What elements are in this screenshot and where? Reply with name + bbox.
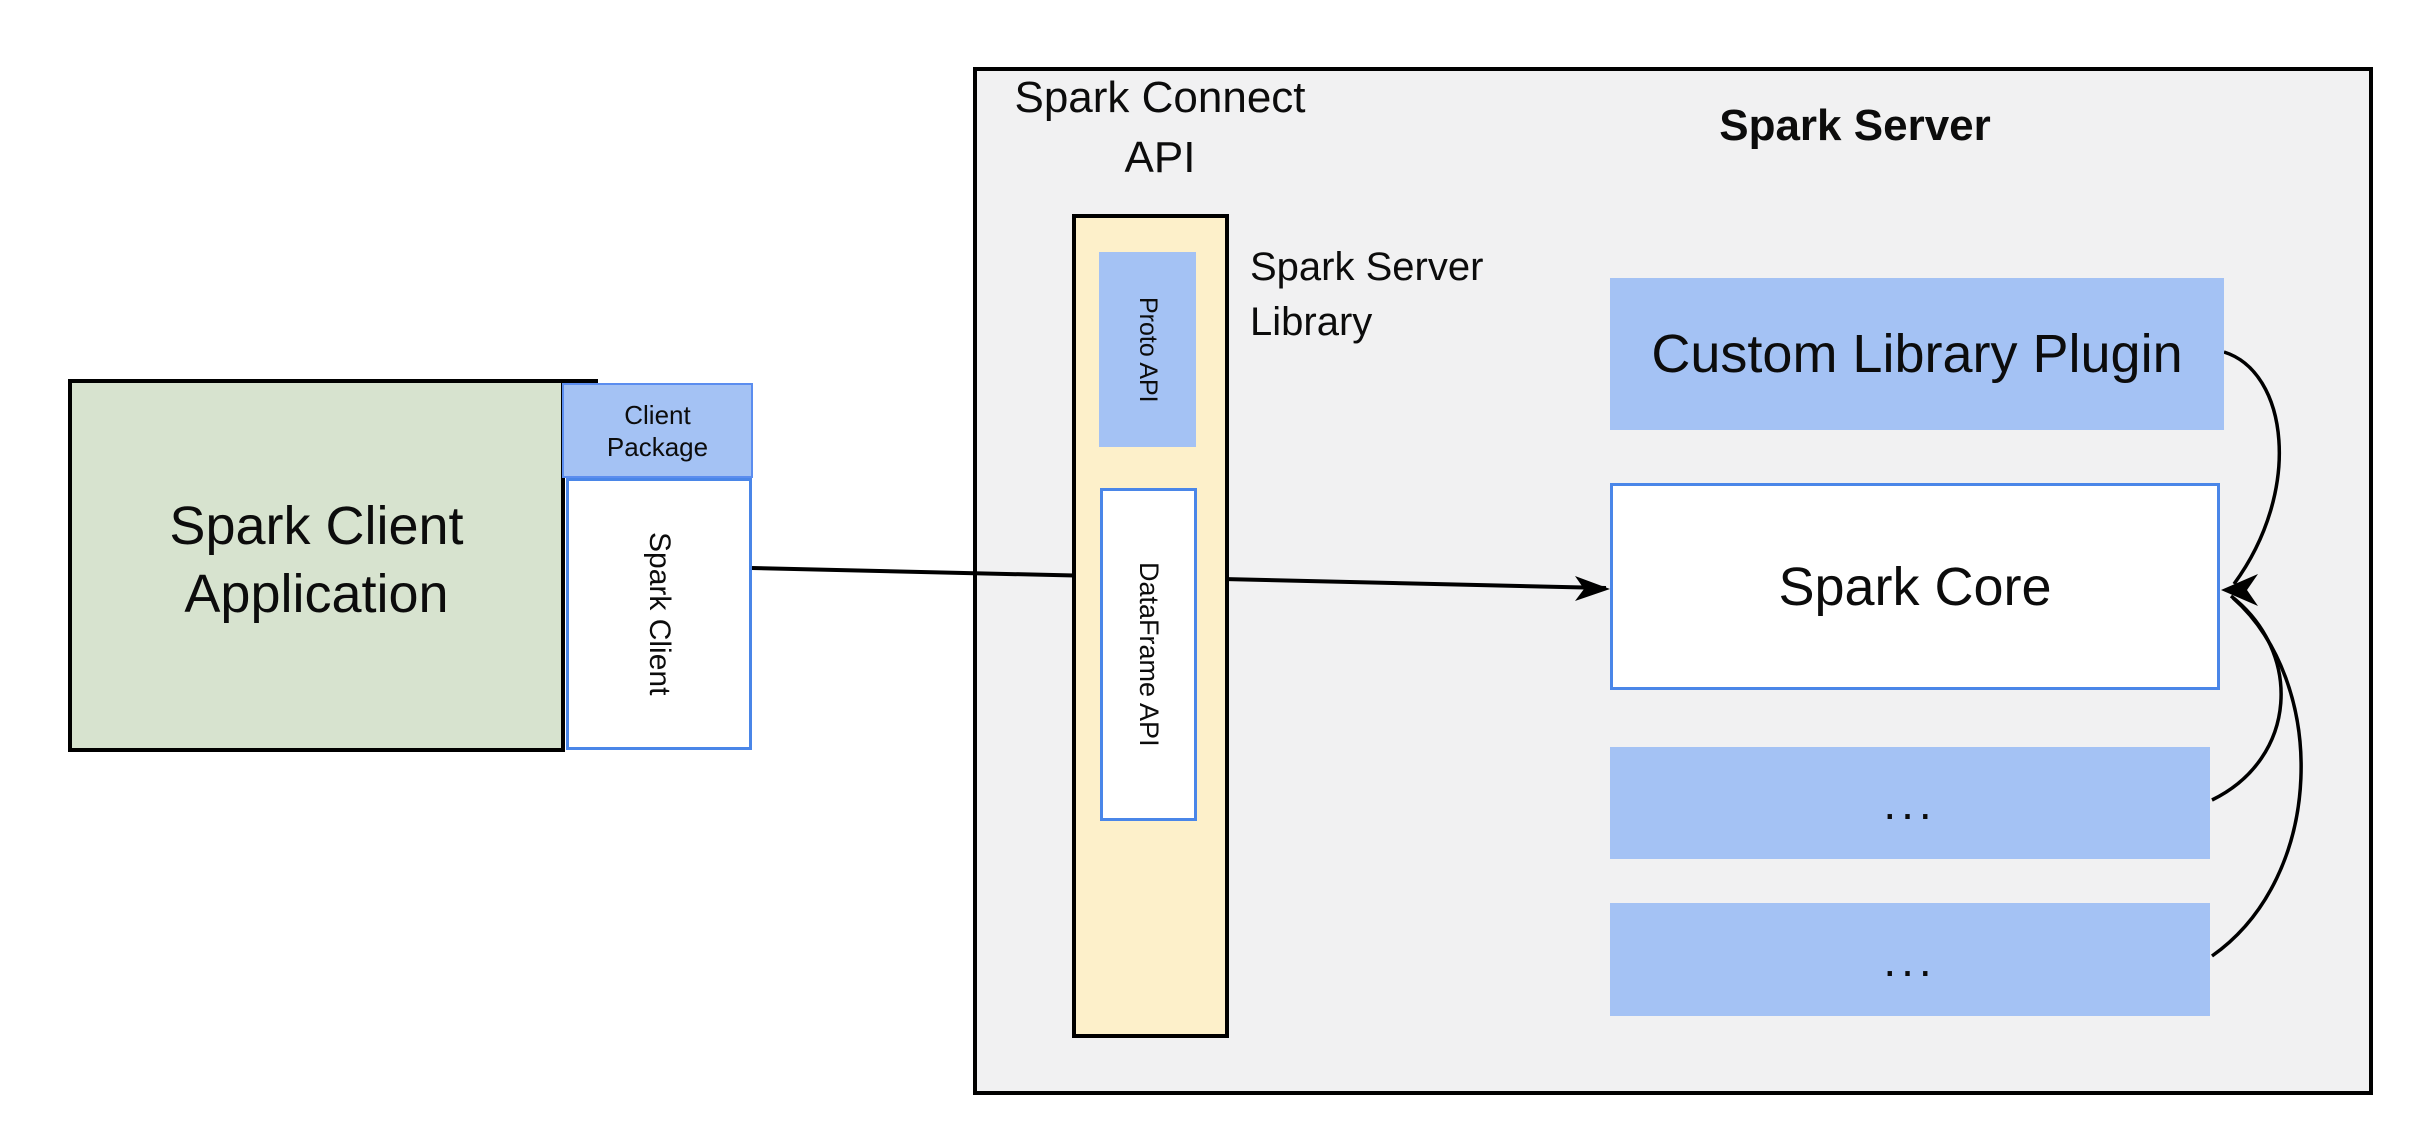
spark-connect-api-title-line2: API: [1124, 133, 1196, 182]
spark-client-box: Spark Client: [566, 478, 752, 750]
spark-server-library-label-line2: Library: [1250, 300, 1373, 344]
client-package-label-line2: Package: [606, 431, 709, 462]
spark-connect-api-title: Spark Connect API: [960, 68, 1360, 188]
ellipsis-box-2: ...: [1610, 903, 2210, 1016]
spark-client-application-label-line2: Application: [184, 564, 449, 624]
spark-client-application-label-line1: Spark Client: [169, 496, 464, 556]
ellipsis-box-1: ...: [1610, 747, 2210, 859]
spark-server-title: Spark Server: [1719, 101, 1991, 150]
dataframe-api-box: DataFrame API: [1100, 488, 1197, 821]
ellipsis-box-1-label: ...: [1883, 777, 1937, 829]
spark-client-label: Spark Client: [643, 532, 676, 696]
client-package-box: Client Package: [562, 383, 753, 478]
spark-connect-api-title-line1: Spark Connect: [1014, 73, 1306, 122]
spark-client-application-label: Spark Client Application: [68, 492, 565, 628]
client-package-label: Client Package: [607, 399, 708, 463]
spark-server-library-label: Spark Server Library: [1250, 240, 1610, 350]
dataframe-api-label: DataFrame API: [1134, 562, 1164, 747]
spark-server-library-label-line1: Spark Server: [1250, 245, 1484, 289]
spark-core-box: Spark Core: [1610, 483, 2220, 690]
custom-library-plugin-box: Custom Library Plugin: [1610, 278, 2224, 430]
custom-library-plugin-label: Custom Library Plugin: [1651, 324, 2183, 384]
spark-client-application-box: [68, 379, 565, 752]
ellipsis-box-2-label: ...: [1883, 933, 1937, 986]
spark-core-label: Spark Core: [1778, 556, 2052, 617]
proto-api-label: Proto API: [1134, 296, 1162, 403]
client-package-label-line1: Client: [624, 399, 691, 430]
client-box-border-overhang: [560, 379, 598, 383]
proto-api-box: Proto API: [1099, 252, 1196, 447]
